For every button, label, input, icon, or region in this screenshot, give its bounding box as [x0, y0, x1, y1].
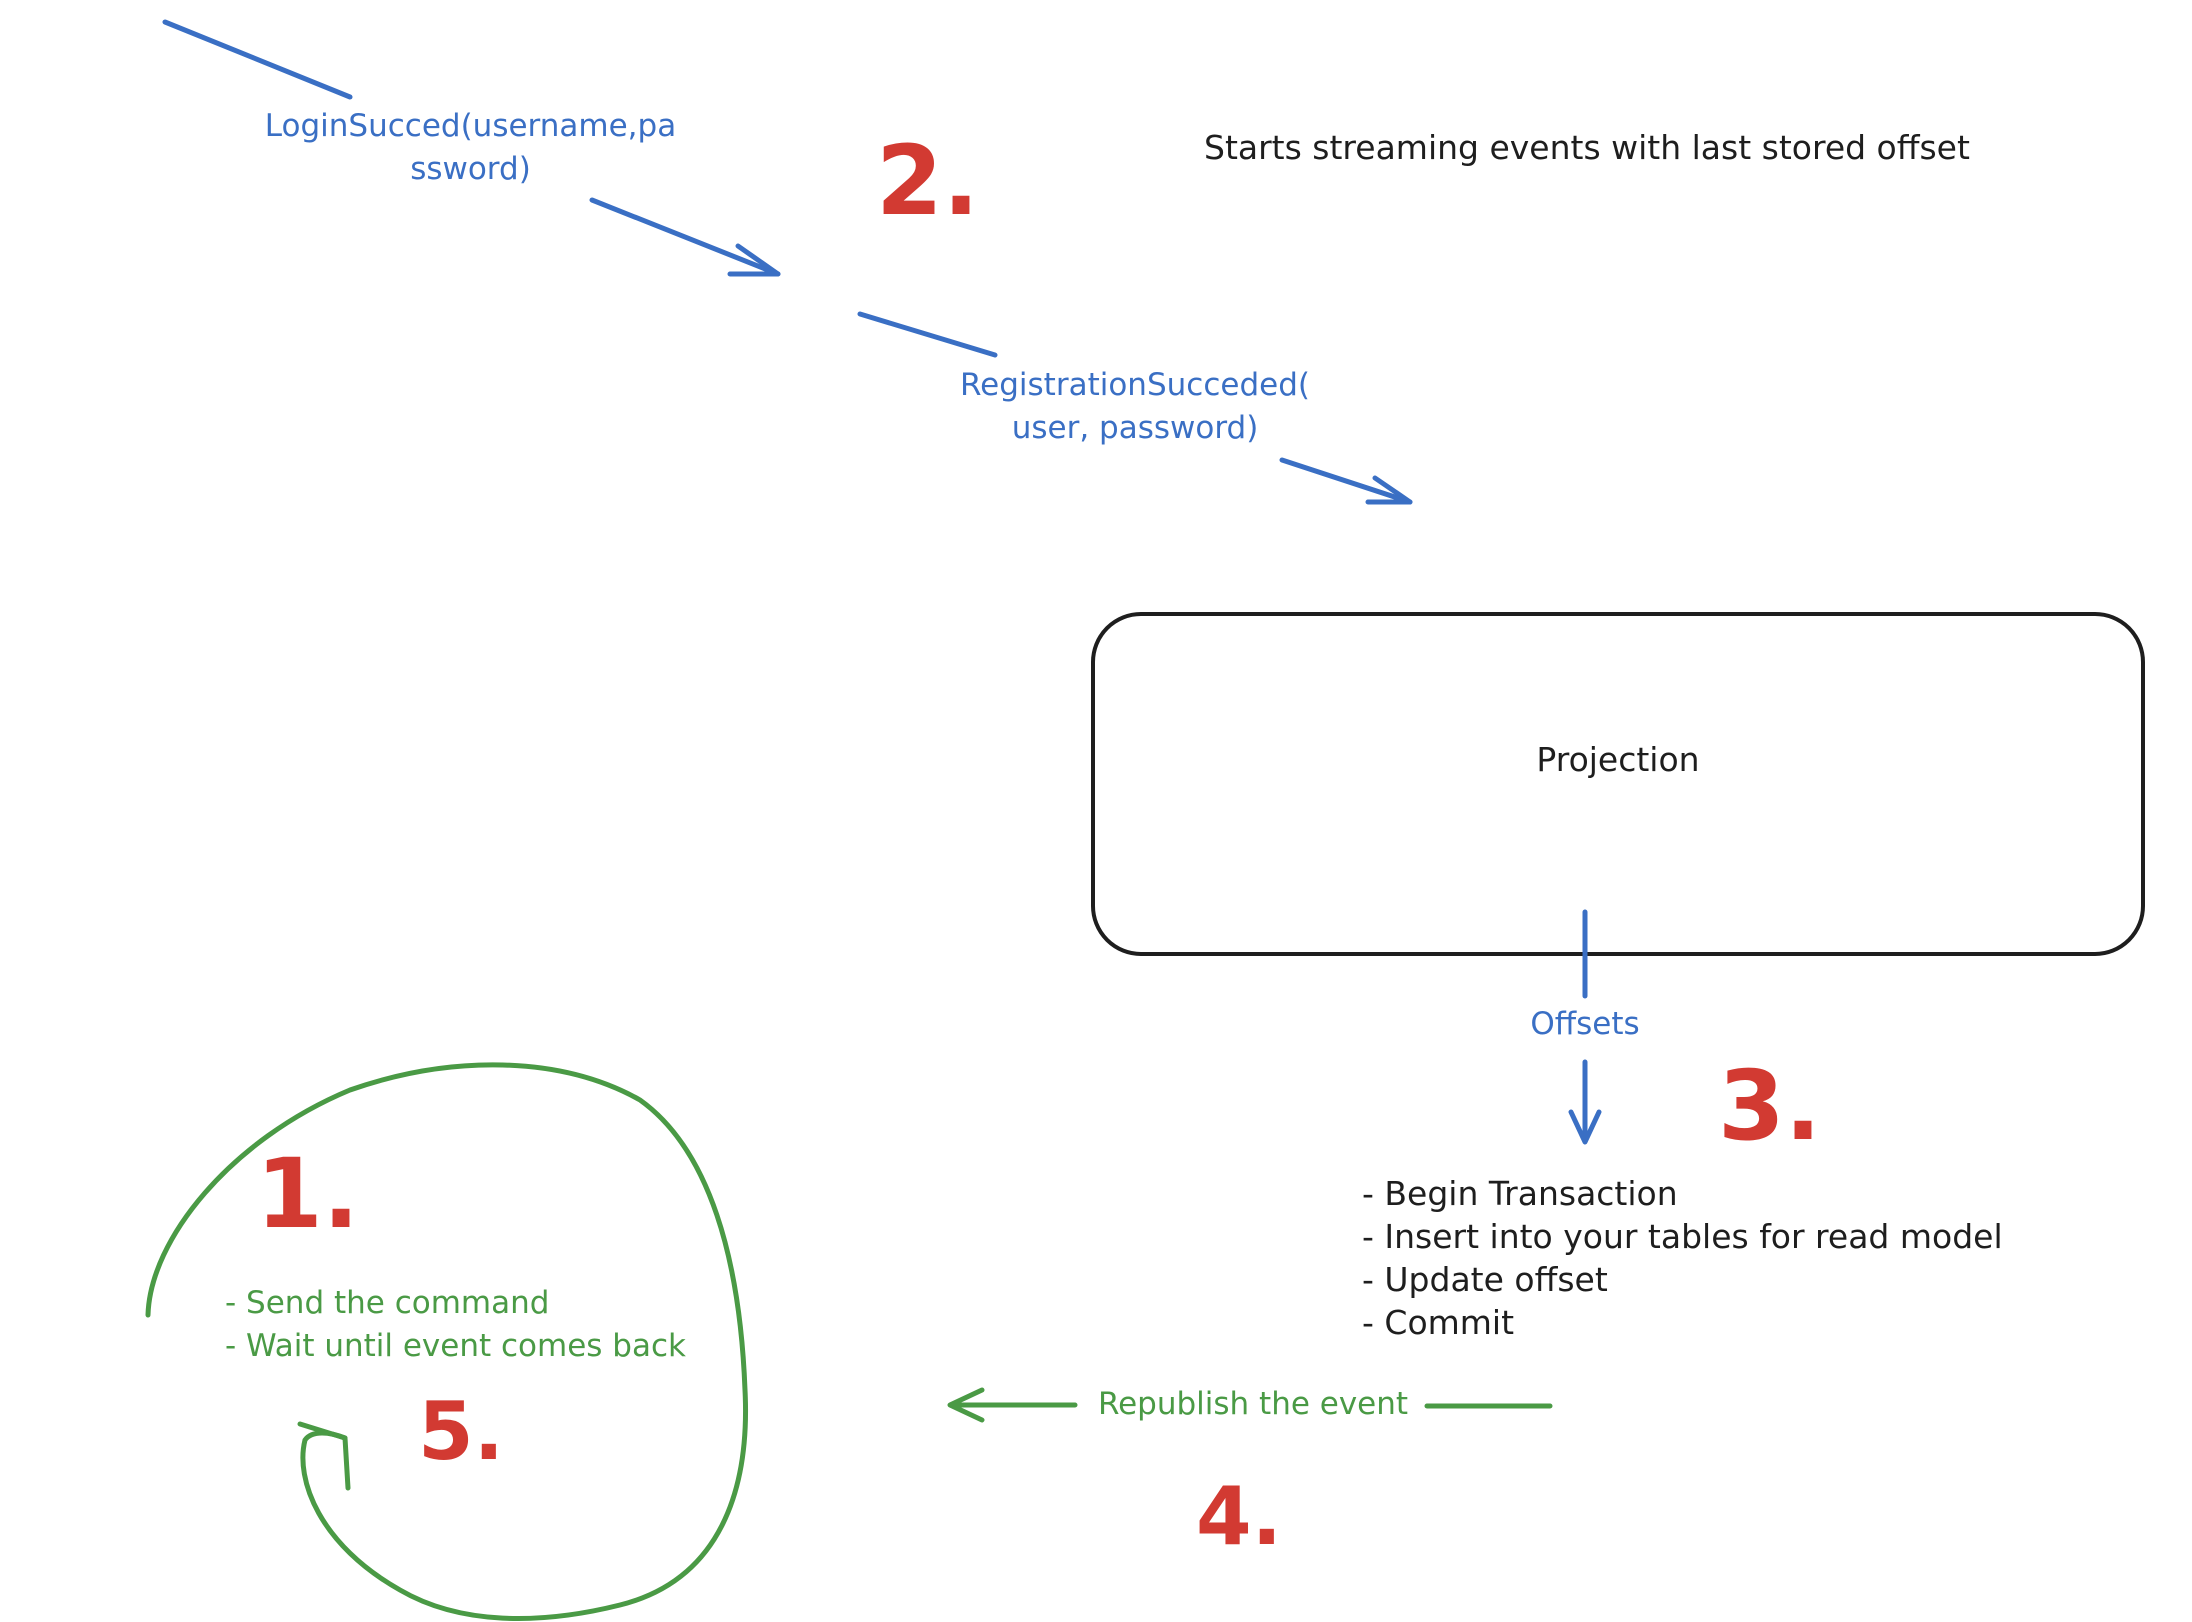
registration-arrow-tail [857, 311, 998, 358]
step-number-5: 5. [418, 1385, 505, 1478]
client-loop-arrowhead [297, 1421, 351, 1491]
transaction-step: - Begin Transaction [1362, 1174, 1678, 1213]
streaming-note: Starts streaming events with last stored… [1204, 128, 1970, 167]
step-number-1: 1. [256, 1138, 360, 1250]
registration-arrowhead [1365, 475, 1413, 505]
login-arrow-tail [162, 19, 353, 100]
registration-arrow-head-line [1279, 457, 1413, 505]
login-arrowhead [727, 243, 781, 277]
transaction-steps: - Begin Transaction - Insert into your t… [1362, 1172, 2003, 1344]
step-number-2: 2. [876, 125, 980, 237]
registration-edge-label-line2: user, password) [1011, 410, 1259, 446]
registration-edge-label: RegistrationSucceded( user, password) [935, 364, 1335, 450]
offsets-arrowhead [1568, 1109, 1602, 1145]
projection-label: Projection [1536, 740, 1700, 779]
republish-edge-label: Republish the event [1097, 1386, 1409, 1422]
transaction-step: - Insert into your tables for read model [1362, 1217, 2003, 1256]
step-number-3: 3. [1718, 1050, 1822, 1162]
client-step: - Send the command [225, 1285, 550, 1321]
republish-arrowhead [947, 1387, 985, 1423]
client-step: - Wait until event comes back [225, 1328, 686, 1364]
transaction-step: - Commit [1362, 1303, 1515, 1342]
login-edge-label-line2: ssword) [410, 151, 531, 187]
offsets-edge-label: Offsets [1530, 1006, 1640, 1042]
projection-box[interactable] [1091, 612, 2145, 956]
step-number-4: 4. [1196, 1470, 1283, 1563]
login-edge-label-line1: LoginSucced(username,pa [264, 108, 677, 144]
login-edge-label: LoginSucced(username,pa ssword) [258, 105, 683, 191]
registration-edge-label-line1: RegistrationSucceded( [960, 367, 1310, 403]
client-loop-curve [145, 1062, 749, 1622]
transaction-step: - Update offset [1362, 1260, 1608, 1299]
login-arrow-head-line [589, 197, 781, 277]
client-steps: - Send the command - Wait until event co… [225, 1282, 686, 1368]
